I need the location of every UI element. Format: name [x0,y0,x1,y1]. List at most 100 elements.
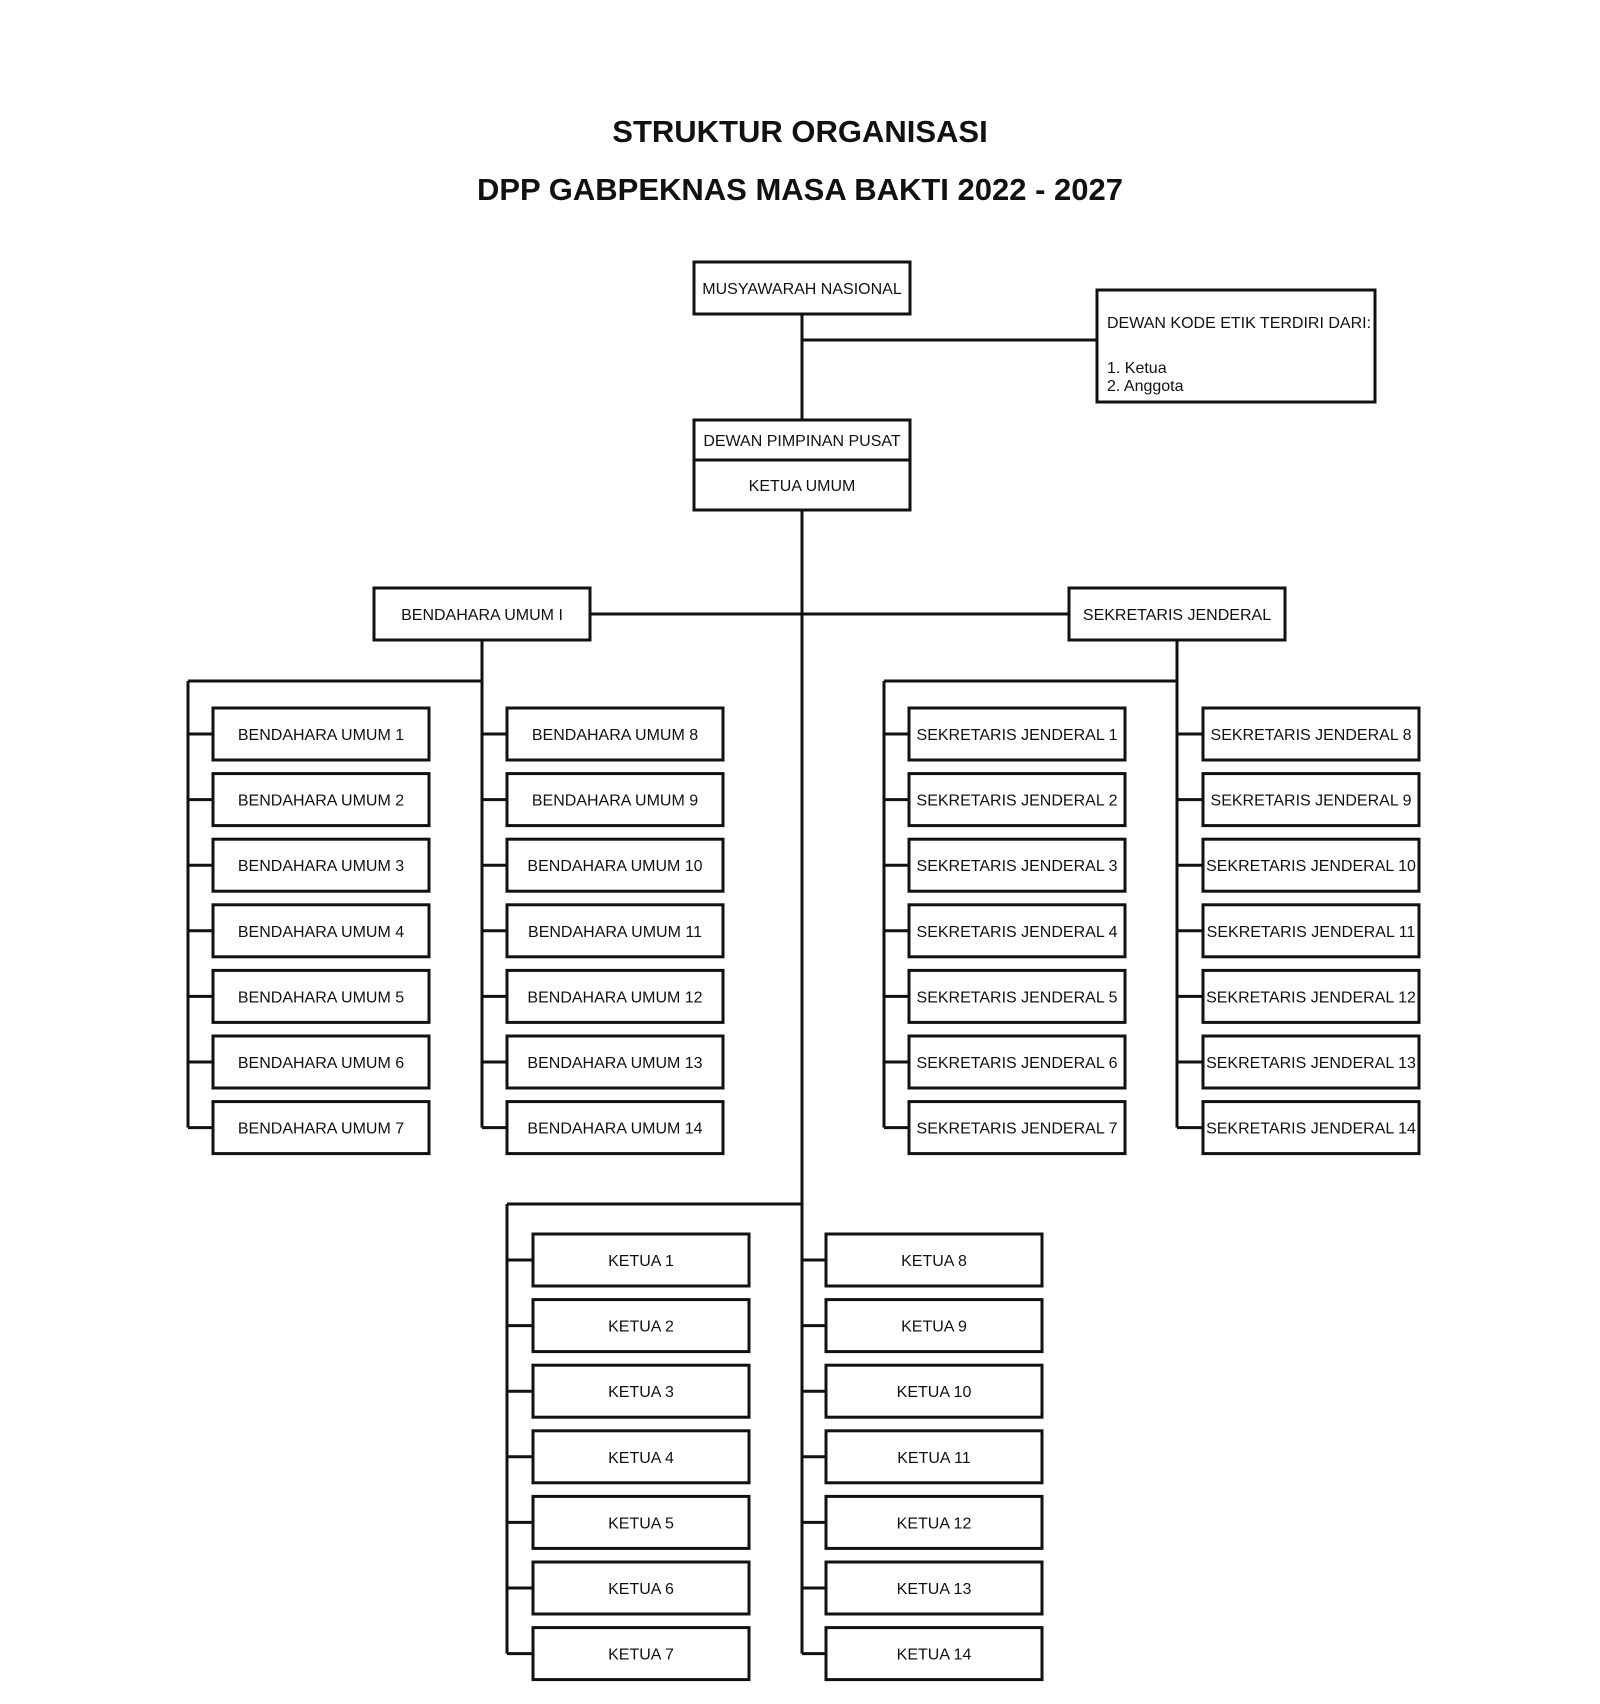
chart-title-line2: DPP GABPEKNAS MASA BAKTI 2022 - 2027 [477,172,1123,207]
org-node-box [505,903,725,959]
org-node-label: SEKRETARIS JENDERAL 12 [1206,989,1416,1006]
org-node-box [824,1232,1044,1288]
org-node-bendahara.col2-4: BENDAHARA UMUM 11 [505,903,725,959]
org-node-box [505,1034,725,1090]
org-node-sekretaris.col2-2: SEKRETARIS JENDERAL 9 [1201,772,1421,828]
dpp-chair-label: KETUA UMUM [749,478,856,495]
org-node-sekretaris.col1-3: SEKRETARIS JENDERAL 3 [907,837,1127,893]
org-node-bendahara.col1-3: BENDAHARA UMUM 3 [211,837,431,893]
org-node-bendahara.col2-3: BENDAHARA UMUM 10 [505,837,725,893]
org-node-label: KETUA 9 [901,1319,967,1336]
org-node-bendahara.col2-7: BENDAHARA UMUM 14 [505,1100,725,1156]
org-node-label: KETUA 14 [897,1647,972,1664]
org-node-label: KETUA 13 [897,1581,972,1598]
org-node-label: SEKRETARIS JENDERAL 9 [1211,793,1412,810]
org-node-bendahara.col1-1: BENDAHARA UMUM 1 [211,706,431,762]
org-node-box [907,968,1127,1024]
org-node-label: KETUA 12 [897,1515,972,1532]
org-node-label: SEKRETARIS JENDERAL 11 [1207,924,1416,941]
org-node-box [907,706,1127,762]
org-node-box [505,968,725,1024]
org-node-box [211,706,431,762]
org-node-sekretaris.col1-6: SEKRETARIS JENDERAL 6 [907,1034,1127,1090]
org-node-box [824,1363,1044,1419]
org-node-box [531,1494,751,1550]
org-node-box [211,1034,431,1090]
org-node-label: SEKRETARIS JENDERAL 8 [1211,727,1412,744]
org-node-box [505,772,725,828]
org-node-ketua.col2-3: KETUA 10 [824,1363,1044,1419]
org-node-box [907,903,1127,959]
org-node-box [824,1560,1044,1616]
org-node-box [1201,1034,1421,1090]
connectors [186,314,1203,1656]
org-node-box [907,1034,1127,1090]
org-node-label: SEKRETARIS JENDERAL 2 [917,793,1118,810]
org-node-label: BENDAHARA UMUM 11 [528,924,702,941]
org-node-label: SEKRETARIS JENDERAL 13 [1206,1055,1416,1072]
node-musyawarah-nasional: MUSYAWARAH NASIONAL [692,260,912,316]
dewan-kode-etik-item-1: 1. Ketua [1107,360,1167,377]
org-node-label: SEKRETARIS JENDERAL 7 [917,1121,1118,1138]
org-node-bendahara.col2-6: BENDAHARA UMUM 13 [505,1034,725,1090]
org-node-label: BENDAHARA UMUM 9 [532,793,698,810]
org-node-label: SEKRETARIS JENDERAL 3 [917,858,1118,875]
node-musyawarah-nasional-label: MUSYAWARAH NASIONAL [702,281,902,298]
org-node-box [531,1363,751,1419]
org-node-ketua.col2-1: KETUA 8 [824,1232,1044,1288]
org-node-box [505,837,725,893]
org-node-box [907,772,1127,828]
org-node-box [211,837,431,893]
org-node-sekretaris.col2-1: SEKRETARIS JENDERAL 8 [1201,706,1421,762]
org-node-box [531,1560,751,1616]
org-node-sekretaris.col2-4: SEKRETARIS JENDERAL 11 [1201,903,1421,959]
org-node-box [531,1626,751,1682]
org-node-box [1201,1100,1421,1156]
org-node-bendahara.col1-6: BENDAHARA UMUM 6 [211,1034,431,1090]
org-node-sekretaris.col1-4: SEKRETARIS JENDERAL 4 [907,903,1127,959]
org-node-label: SEKRETARIS JENDERAL 5 [917,989,1118,1006]
org-node-box [824,1626,1044,1682]
org-node-box [907,837,1127,893]
org-node-box [1201,772,1421,828]
org-node-ketua.col1-7: KETUA 7 [531,1626,751,1682]
org-node-ketua.col1-2: KETUA 2 [531,1298,751,1354]
org-node-box [505,1100,725,1156]
org-node-label: BENDAHARA UMUM 14 [527,1121,702,1138]
org-node-box [531,1298,751,1354]
org-node-sekretaris.col1-5: SEKRETARIS JENDERAL 5 [907,968,1127,1024]
org-node-ketua.col1-1: KETUA 1 [531,1232,751,1288]
org-node-label: BENDAHARA UMUM 1 [238,727,404,744]
org-node-label: BENDAHARA UMUM 6 [238,1055,404,1072]
org-node-sekretaris.col2-5: SEKRETARIS JENDERAL 12 [1201,968,1421,1024]
dewan-kode-etik-item-2: 2. Anggota [1107,378,1184,395]
org-node-ketua.col1-3: KETUA 3 [531,1363,751,1419]
org-node-bendahara.col2-1: BENDAHARA UMUM 8 [505,706,725,762]
org-node-sekretaris.col1-1: SEKRETARIS JENDERAL 1 [907,706,1127,762]
org-node-ketua.col2-7: KETUA 14 [824,1626,1044,1682]
node-dewan-pimpinan-pusat: DEWAN PIMPINAN PUSAT KETUA UMUM [692,418,912,512]
org-node-ketua.col1-4: KETUA 4 [531,1429,751,1485]
chart-title-line1: STRUKTUR ORGANISASI [612,114,987,149]
org-node-box [1201,903,1421,959]
org-node-sekretaris.col2-3: SEKRETARIS JENDERAL 10 [1201,837,1421,893]
org-node-label: KETUA 11 [897,1450,971,1467]
org-node-ketua.col1-5: KETUA 5 [531,1494,751,1550]
org-node-bendahara.col1-7: BENDAHARA UMUM 7 [211,1100,431,1156]
org-node-label: BENDAHARA UMUM 13 [527,1055,702,1072]
org-node-box [211,772,431,828]
org-node-box [1201,706,1421,762]
org-node-box [531,1429,751,1485]
node-sekretaris-jenderal-head: SEKRETARIS JENDERAL [1067,586,1287,642]
org-node-label: BENDAHARA UMUM 8 [532,727,698,744]
org-node-box [505,706,725,762]
org-node-ketua.col1-6: KETUA 6 [531,1560,751,1616]
org-node-label: SEKRETARIS JENDERAL 10 [1206,858,1416,875]
org-node-sekretaris.col1-2: SEKRETARIS JENDERAL 2 [907,772,1127,828]
dpp-header-label: DEWAN PIMPINAN PUSAT [703,433,901,450]
org-node-label: KETUA 1 [608,1253,674,1270]
org-node-bendahara.col2-2: BENDAHARA UMUM 9 [505,772,725,828]
org-node-sekretaris.col2-7: SEKRETARIS JENDERAL 14 [1201,1100,1421,1156]
